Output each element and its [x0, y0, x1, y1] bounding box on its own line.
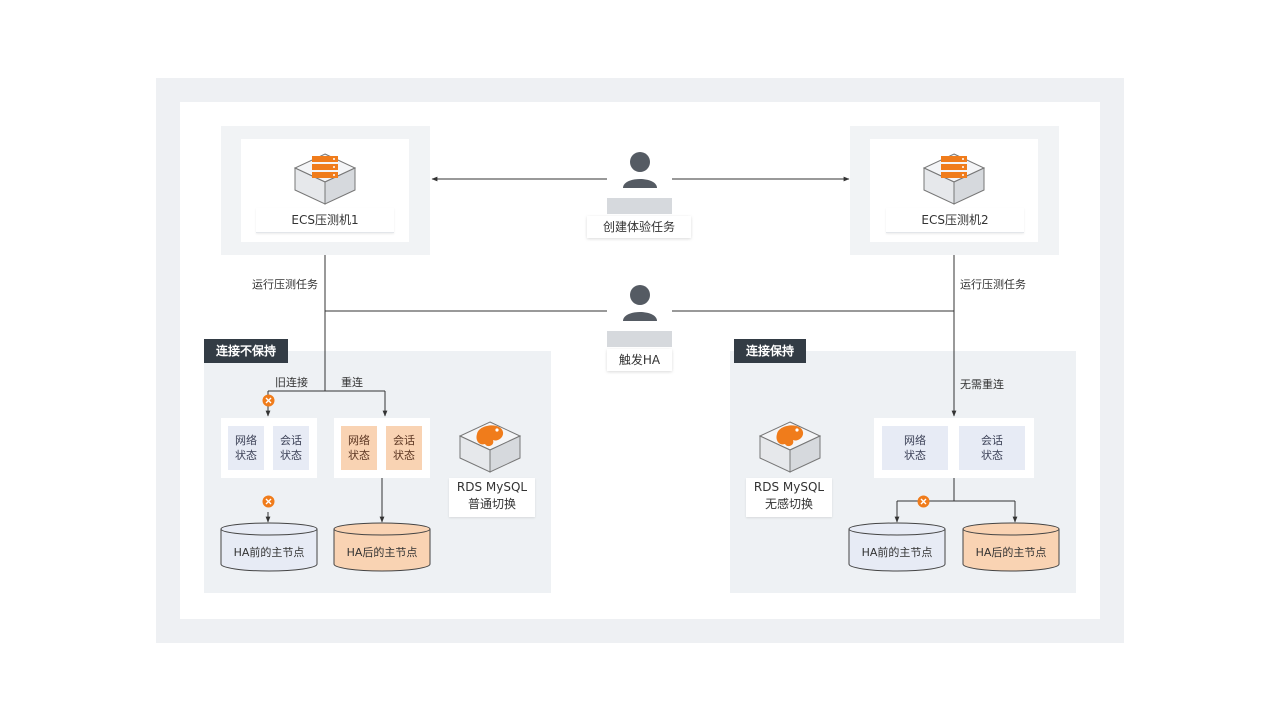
right-panel-title: 连接保持 [734, 339, 807, 363]
old-connection-label: 旧连接 [275, 376, 308, 389]
rds-caption-line1: RDS MySQL [753, 480, 825, 494]
error-x-icon [917, 495, 930, 508]
old-connection-state-card: 网络 状态 会话 状态 [221, 418, 317, 478]
trigger-ha-label: 触发HA [607, 349, 672, 371]
database-cylinder-icon [848, 522, 946, 572]
run-task-label-left: 运行压测任务 [252, 278, 318, 291]
cylinder-label-after: HA后的主节点 [346, 546, 418, 559]
rds-caption-right: RDS MySQL 无感切换 [746, 478, 832, 517]
kept-connection-state-card: 网络 状态 会话 状态 [874, 418, 1034, 478]
user-icon [607, 275, 672, 347]
reconnect-state-card: 网络 状态 会话 状态 [334, 418, 430, 478]
rds-caption-line1: RDS MySQL [456, 480, 528, 494]
cylinder-label-after: HA后的主节点 [975, 546, 1047, 559]
rds-caption-left: RDS MySQL 普通切换 [449, 478, 535, 517]
database-cylinder-icon [220, 522, 318, 572]
cylinder-label-before: HA前的主节点 [233, 546, 305, 559]
network-state: 网络 状态 [341, 426, 377, 470]
rds-mysql-icon [758, 421, 822, 473]
ecs-label-left: ECS压测机1 [256, 208, 394, 233]
error-x-icon [262, 394, 275, 407]
session-state: 会话 状态 [959, 426, 1025, 470]
database-cylinder-icon [962, 522, 1060, 572]
run-task-label-right: 运行压测任务 [960, 278, 1026, 291]
left-panel-title: 连接不保持 [204, 339, 289, 363]
no-reconnect-label: 无需重连 [960, 378, 1004, 391]
rds-mysql-icon [458, 421, 522, 473]
network-state: 网络 状态 [882, 426, 948, 470]
server-icon [293, 153, 357, 205]
server-icon [922, 153, 986, 205]
user-icon [607, 142, 672, 214]
create-task-label: 创建体验任务 [587, 216, 691, 238]
error-x-icon [262, 495, 275, 508]
session-state: 会话 状态 [273, 426, 309, 470]
rds-caption-line2: 普通切换 [467, 497, 516, 511]
create-task-user [607, 142, 672, 214]
session-state: 会话 状态 [386, 426, 422, 470]
reconnect-label: 重连 [341, 376, 363, 389]
database-cylinder-icon [333, 522, 431, 572]
trigger-ha-user [607, 275, 672, 347]
network-state: 网络 状态 [228, 426, 264, 470]
ecs-label-right: ECS压测机2 [886, 208, 1024, 233]
cylinder-label-before: HA前的主节点 [861, 546, 933, 559]
rds-caption-line2: 无感切换 [764, 497, 813, 511]
